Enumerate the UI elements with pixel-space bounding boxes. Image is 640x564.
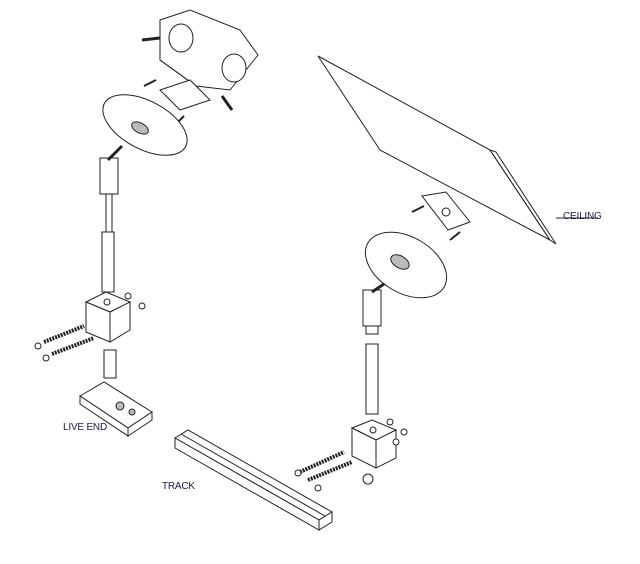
ceiling-label: CEILING xyxy=(563,211,602,222)
right-stem xyxy=(362,282,385,415)
live-end-label: LIVE END xyxy=(63,422,107,433)
live-end-connector xyxy=(79,381,153,437)
left-support-bracket xyxy=(34,291,146,379)
right-mounting-bracket xyxy=(411,191,471,241)
ceiling-panel xyxy=(317,55,598,245)
left-stem xyxy=(99,144,124,293)
right-support-bracket xyxy=(294,418,408,492)
track-label: TRACK xyxy=(162,481,195,492)
junction-box xyxy=(141,9,259,111)
track-rail xyxy=(174,429,333,531)
left-mounting-bracket xyxy=(143,79,211,125)
left-canopy xyxy=(102,94,188,156)
right-canopy xyxy=(364,231,448,299)
